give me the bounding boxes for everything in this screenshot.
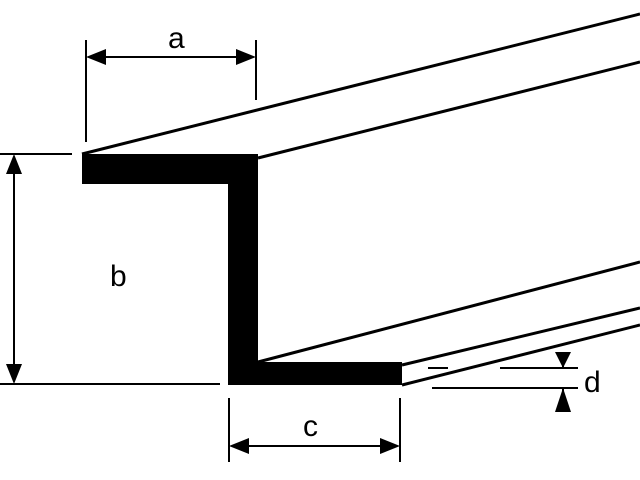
dimension-d [428, 352, 578, 412]
arrowhead-left [86, 49, 106, 65]
profile-cross-section [82, 154, 402, 385]
extrusion-lines [81, 12, 640, 387]
bottom-flange-upper-edge [401, 306, 640, 367]
bottom-flange-lower-edge [401, 323, 640, 387]
label-a: a [168, 22, 185, 55]
label-d: d [584, 366, 601, 399]
arrowhead-up [555, 388, 571, 412]
dimension-c [228, 398, 401, 462]
top-flange-front-edge [257, 60, 640, 160]
arrowhead-left [229, 438, 249, 454]
arrowhead-down [6, 364, 22, 384]
top-flange-back-edge [81, 12, 640, 156]
label-c: c [303, 410, 318, 443]
arrowhead-down [555, 352, 571, 368]
dimension-a [85, 40, 257, 142]
dimension-b [0, 153, 220, 385]
arrowhead-right [236, 49, 256, 65]
arrowhead-right [380, 438, 400, 454]
web-inner-edge [257, 260, 640, 364]
label-b: b [110, 260, 127, 293]
arrowhead-up [6, 154, 22, 174]
